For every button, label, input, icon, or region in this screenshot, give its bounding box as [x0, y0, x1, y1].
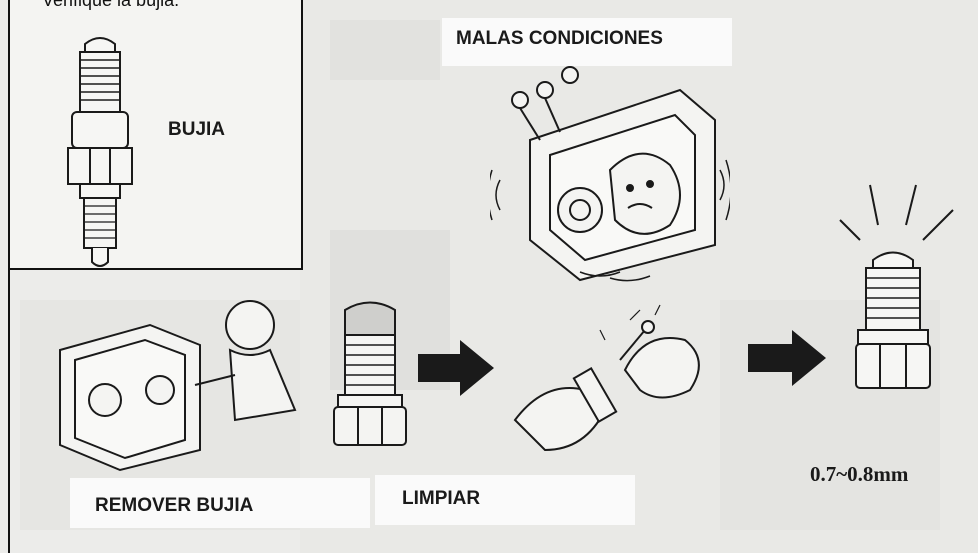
arrow-right-icon: [418, 340, 494, 396]
hands-cleaning-plug-icon: [513, 304, 700, 452]
clean-spark-plug-icon: [839, 184, 954, 389]
inset-panel: [8, 0, 303, 270]
bujia-label: BUJIA: [168, 119, 226, 140]
caption: Verifique la bujia.: [42, 0, 180, 10]
pump-with-person-icon: [59, 300, 297, 472]
remover-bujia-label: REMOVER BUJIA: [95, 495, 254, 516]
arrow-right-icon: [748, 330, 826, 386]
gap-label: 0.7~0.8mm: [810, 462, 909, 486]
label-pad: [442, 18, 732, 66]
pump-shaking-icon: [490, 66, 730, 282]
limpiar-label: LIMPIAR: [402, 488, 481, 509]
malas-condiciones-label: MALAS CONDICIONES: [456, 28, 663, 49]
dirty-spark-plug-icon: [333, 301, 407, 446]
label-pad: [70, 478, 370, 528]
spark-plug-icon: [67, 37, 133, 267]
label-pad: [375, 475, 635, 525]
divider-line: [8, 268, 10, 553]
